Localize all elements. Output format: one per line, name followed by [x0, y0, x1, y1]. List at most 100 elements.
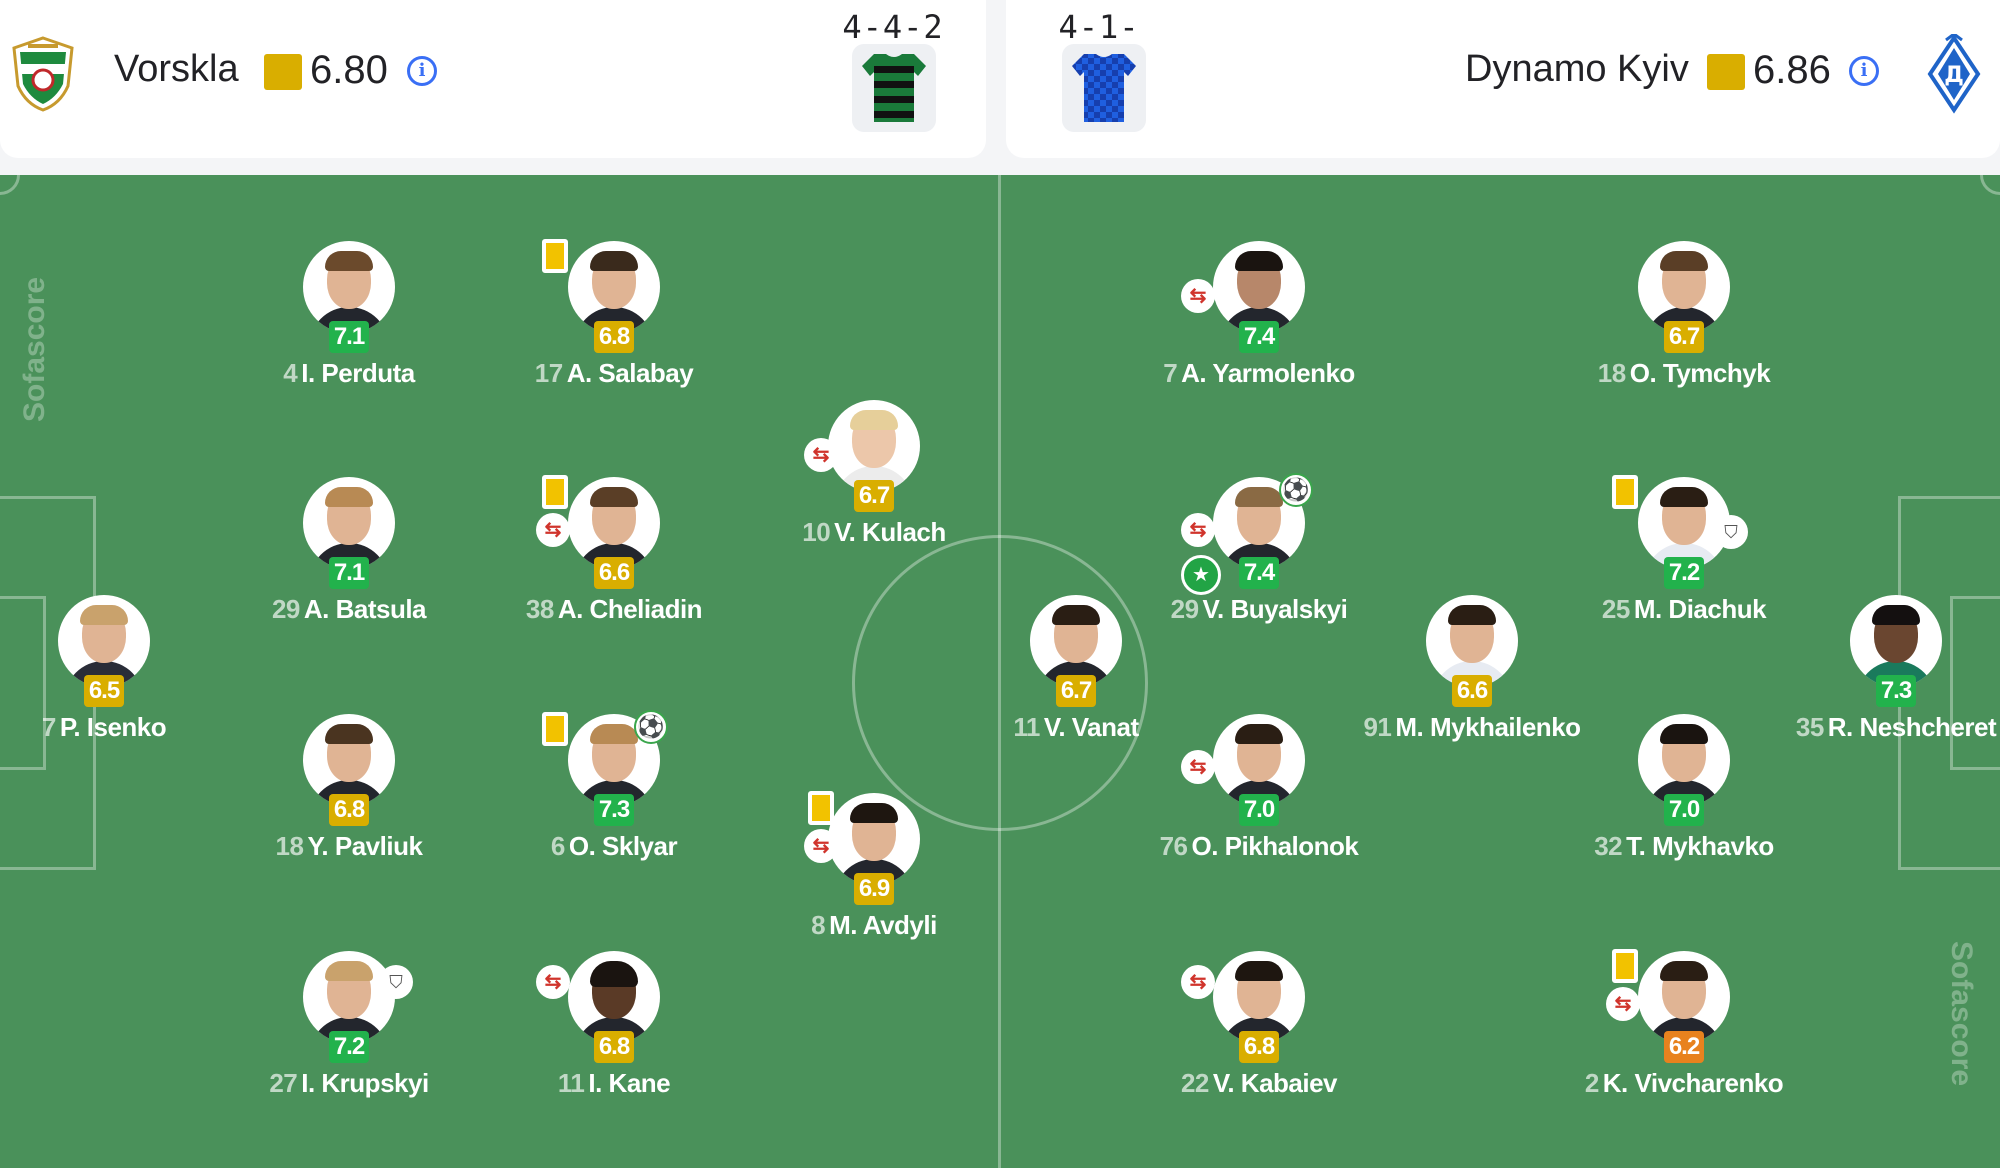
player-rating: 7.2 — [329, 1031, 369, 1063]
substitution-icon: ⇆ — [1181, 965, 1215, 999]
home-team-header: Vorskla 6.80 i 4-4-2 — [0, 0, 986, 158]
player-avatar — [303, 241, 395, 333]
player-name: M. Mykhailenko — [1395, 712, 1581, 742]
player-avatar — [1030, 595, 1122, 687]
player-avatar — [1638, 714, 1730, 806]
player-rating: 6.7 — [1056, 675, 1096, 707]
home-avg-rating-square — [264, 54, 302, 90]
player-rating: 6.5 — [84, 675, 124, 707]
shirt-number: 76 — [1159, 831, 1188, 861]
shirt-number: 27 — [269, 1068, 298, 1098]
sofascore-watermark: Sofascore — [18, 276, 51, 422]
player-name: P. Isenko — [59, 712, 167, 742]
player-avatar — [568, 241, 660, 333]
shirt-number: 32 — [1594, 831, 1623, 861]
center-circle — [852, 535, 1148, 831]
away-team-name[interactable]: Dynamo Kyiv — [1465, 48, 1689, 90]
player-rating: 7.3 — [594, 794, 634, 826]
away-goal-box — [1950, 596, 2000, 770]
player-avatar — [1638, 951, 1730, 1043]
player-name: V. Vanat — [1043, 712, 1139, 742]
player-avatar — [303, 714, 395, 806]
shirt-number: 29 — [1170, 594, 1199, 624]
player-avatar — [1638, 241, 1730, 333]
player-name: I. Perduta — [301, 358, 415, 388]
player-name: V. Kabaiev — [1212, 1068, 1338, 1098]
player-rating: 7.4 — [1239, 557, 1279, 589]
player-name: K. Vivcharenko — [1602, 1068, 1784, 1098]
shirt-number: 4 — [283, 358, 298, 388]
player-name: O. Pikhalonok — [1191, 831, 1359, 861]
substitution-icon: ⇆ — [1181, 750, 1215, 784]
player-avatar — [1638, 477, 1730, 569]
player-of-the-match-icon: ★ — [1181, 555, 1221, 595]
substitution-icon: ⇆ — [1181, 279, 1215, 313]
player-avatar — [303, 477, 395, 569]
player-avatar — [1213, 241, 1305, 333]
player-rating: 6.8 — [594, 1031, 634, 1063]
yellow-card-icon — [1612, 949, 1638, 983]
shirt-number: 10 — [802, 517, 831, 547]
yellow-card-icon — [542, 239, 568, 273]
info-icon[interactable]: i — [1849, 56, 1879, 86]
shirt-number: 91 — [1363, 712, 1392, 742]
player-name: A. Cheliadin — [557, 594, 703, 624]
shirt-number: 38 — [525, 594, 554, 624]
away-team-header: 4-1-4-1 Dynamo Kyiv 6.86 i Д — [1006, 0, 2000, 158]
away-avg-rating: 6.86 — [1753, 48, 1831, 92]
yellow-card-icon — [542, 712, 568, 746]
yellow-card-icon — [808, 791, 834, 825]
home-formation: 4-4-2 — [842, 8, 944, 46]
player-name: V. Kulach — [834, 517, 946, 547]
shirt-number: 25 — [1601, 594, 1630, 624]
info-icon[interactable]: i — [407, 56, 437, 86]
player-avatar — [568, 477, 660, 569]
shirt-number: 11 — [1013, 712, 1040, 742]
player-name: A. Salabay — [566, 358, 694, 388]
home-team-name[interactable]: Vorskla — [114, 48, 239, 90]
shirt-number: 29 — [271, 594, 300, 624]
player-rating: 7.1 — [329, 557, 369, 589]
shirt-number: 8 — [811, 910, 826, 940]
player-rating: 6.6 — [1452, 675, 1492, 707]
player-rating: 7.0 — [1664, 794, 1704, 826]
player-rating: 6.8 — [594, 321, 634, 353]
shirt-number: 18 — [275, 831, 304, 861]
player-rating: 6.9 — [854, 873, 894, 905]
